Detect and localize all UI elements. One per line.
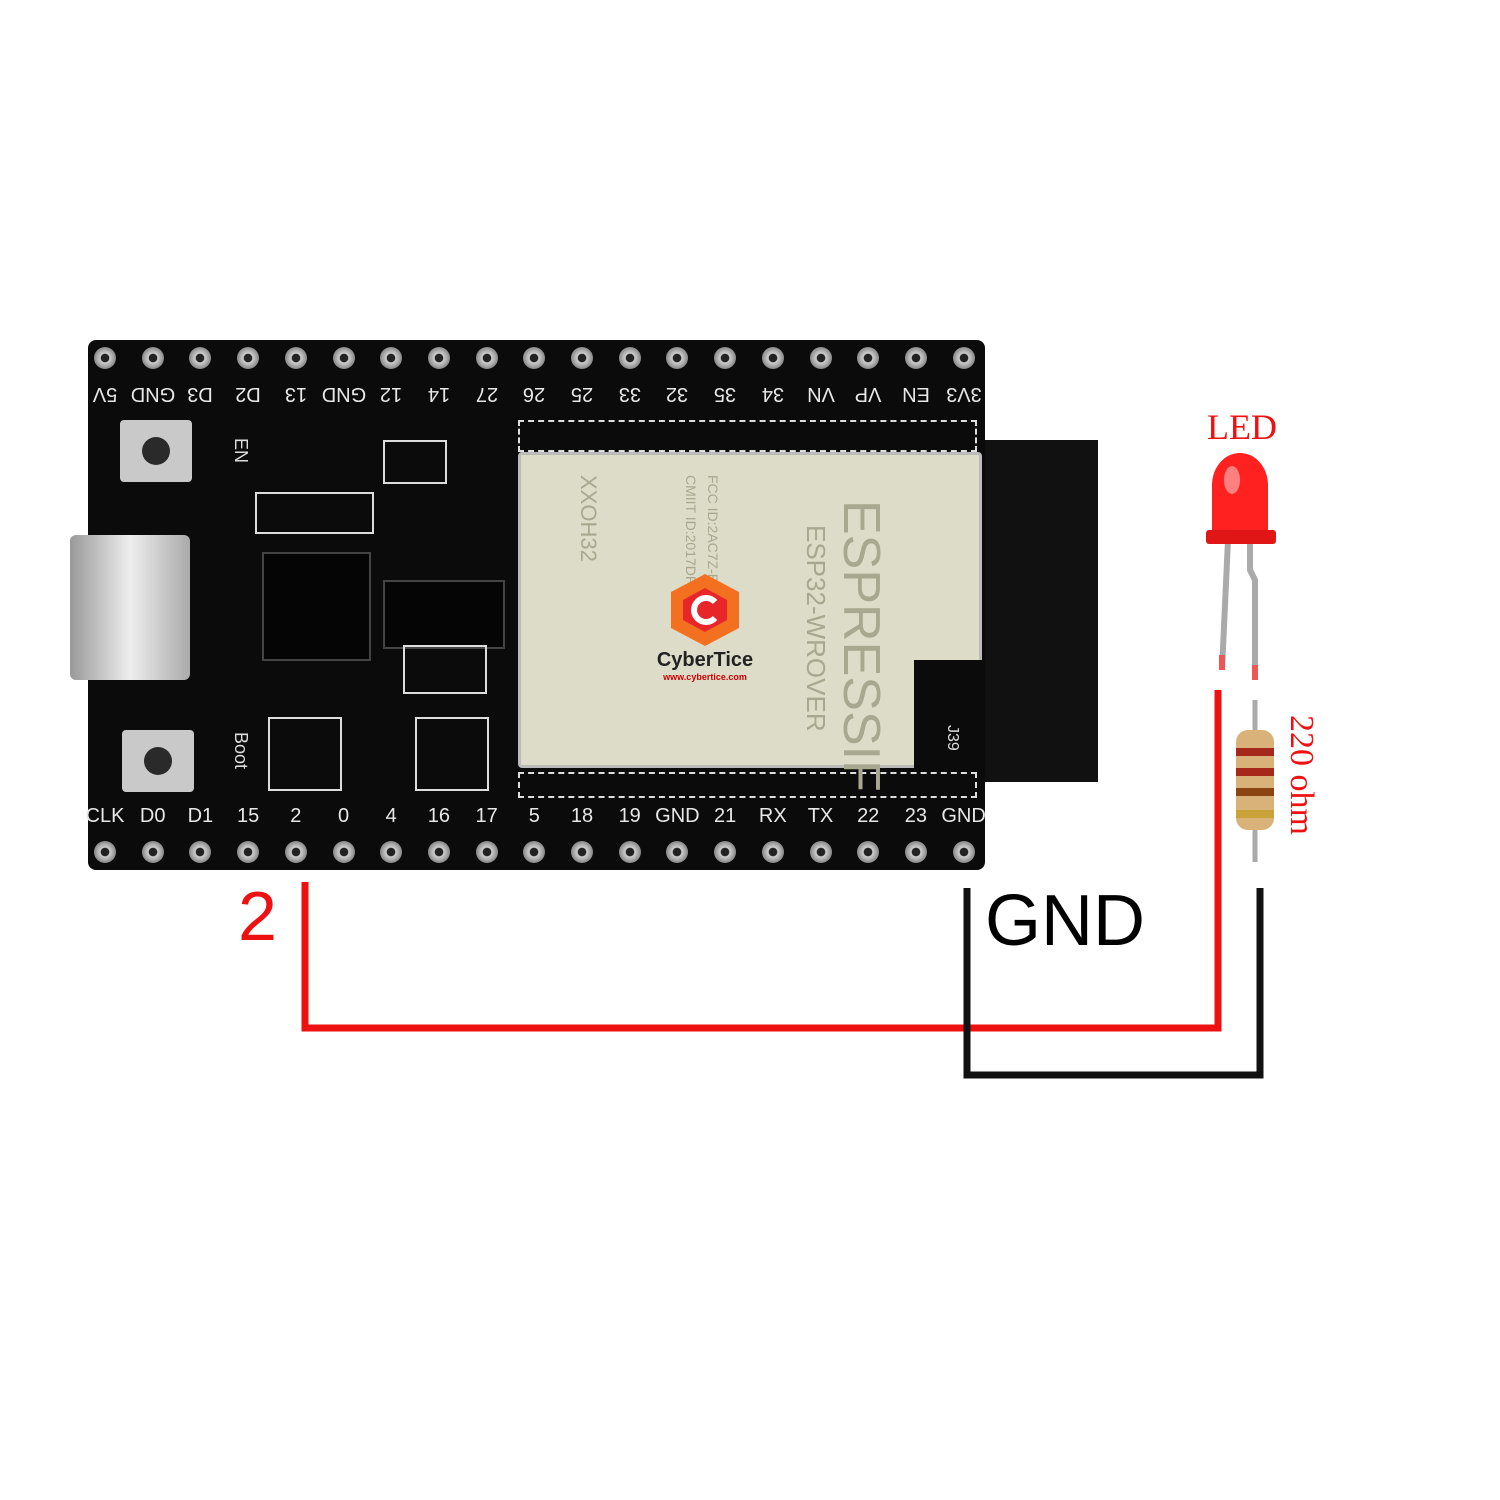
cybertice-watermark: CyberTice www.cybertice.com [655, 572, 755, 682]
esp32-wrover-module: ESPRESSIF ESP32-WROVER FCC ID:2AC7Z-ESP3… [518, 452, 984, 792]
transistor-footprint [415, 717, 489, 791]
header-pin [380, 347, 403, 369]
pin-label: 22 [857, 805, 880, 827]
smd-components [255, 492, 374, 534]
header-pin [94, 841, 116, 863]
header-pin [571, 347, 593, 369]
resistor-label: 220 ohm [1283, 715, 1320, 835]
header-pin [94, 347, 116, 369]
usb-uart-chip [262, 552, 371, 661]
header-pin [618, 841, 641, 863]
header-pin [809, 347, 832, 369]
header-pin [809, 841, 832, 863]
header-pin [475, 841, 498, 863]
resistor-icon [1236, 700, 1274, 862]
led-label: LED [1207, 407, 1277, 447]
header-pin [904, 347, 927, 369]
pin-label: 16 [427, 805, 451, 827]
header-pin [284, 347, 307, 369]
module-corner [914, 660, 984, 768]
header-pin [952, 841, 975, 863]
header-pin [332, 347, 355, 369]
watermark-name: CyberTice [656, 649, 754, 671]
header-pin [475, 347, 498, 369]
header-pin [284, 841, 307, 863]
header-pin [141, 841, 164, 863]
header-pin [189, 841, 212, 863]
header-pin [427, 841, 450, 863]
header-pin [427, 347, 450, 369]
header-pin [141, 347, 164, 369]
pin-label: 17 [475, 805, 498, 827]
header-pin [857, 841, 880, 863]
pin-label: RX [758, 805, 787, 827]
header-pin [904, 841, 927, 863]
micro-usb-port [70, 535, 190, 680]
header-pin [237, 347, 260, 369]
cybertice-logo-icon [671, 574, 739, 646]
header-pin [332, 841, 355, 863]
header-pin [618, 347, 641, 369]
pin-label: 5 [528, 805, 540, 827]
module-pads-top [518, 420, 977, 452]
header-pin [523, 347, 546, 369]
antenna-area [985, 440, 1098, 782]
header-pin [857, 347, 880, 369]
pin-label: D1 [187, 805, 214, 827]
header-pin [761, 841, 784, 863]
pin-label: 0 [337, 805, 350, 827]
boot-button [122, 730, 194, 792]
gnd-label: GND [985, 881, 1145, 961]
pin-label: GND [941, 805, 986, 827]
header-pin [761, 347, 784, 369]
header-pin [571, 841, 593, 863]
pin-label: 19 [618, 805, 641, 827]
module-pads-bottom [518, 772, 977, 798]
voltage-regulator [383, 580, 505, 649]
pin-2-label: 2 [238, 877, 277, 955]
en-button [120, 420, 192, 482]
pin-label: 2 [290, 805, 302, 827]
header-pin [666, 347, 689, 369]
pin-label: 23 [904, 805, 928, 827]
smd-components [383, 440, 447, 484]
pin-label: GND [655, 805, 700, 827]
pin-label: D0 [139, 805, 166, 827]
pin-label: 15 [236, 805, 260, 827]
pin-label: CLK [85, 805, 125, 827]
pin-label: 18 [570, 805, 594, 827]
header-pin [714, 841, 737, 863]
header-pin [666, 841, 689, 863]
transistor-footprint [268, 717, 342, 791]
regulator-tab [403, 645, 487, 694]
pin-label: 4 [385, 805, 397, 827]
led-icon [1206, 453, 1276, 680]
header-pin [237, 841, 260, 863]
pin-label: TX [807, 805, 834, 827]
header-pin [714, 347, 737, 369]
header-pin [523, 841, 546, 863]
watermark-url: www.cybertice.com [663, 672, 747, 682]
signal-wire [301, 690, 1222, 1032]
header-pin [380, 841, 403, 863]
pin-label: 21 [713, 805, 737, 827]
header-pin [189, 347, 212, 369]
header-pin [952, 347, 975, 369]
ground-wire [963, 888, 1264, 1079]
